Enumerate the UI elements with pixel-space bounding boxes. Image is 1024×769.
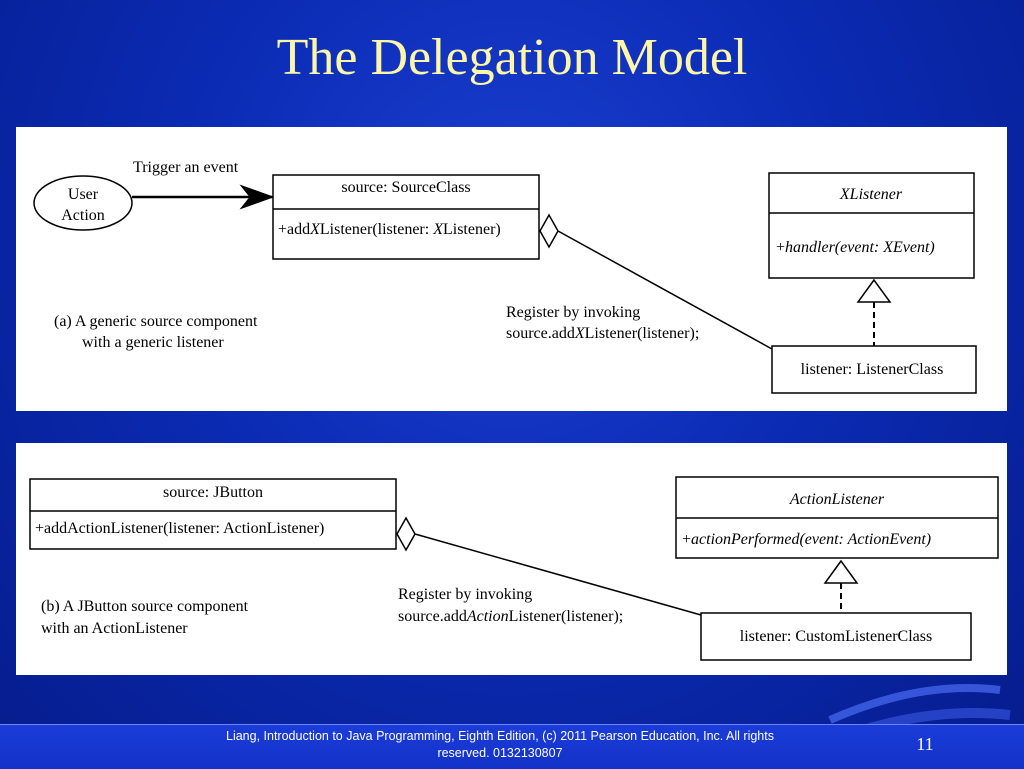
actionlistener-name: ActionListener [789,491,885,508]
register-text-line2: source.addXListener(listener); [506,325,699,342]
slide-title: The Delegation Model [276,29,748,86]
register-text-b-line2: source.addActionListener(listener); [398,608,623,625]
caption-b-line1: (b) A JButton source component [41,598,249,615]
actionlistener-method: +actionPerformed(event: ActionEvent) [682,531,931,548]
footer-bar [0,724,1024,769]
diagram-panel-b: source: JButton +addActionListener(liste… [16,443,1007,675]
register-text-b-line1: Register by invoking [398,586,532,603]
caption-a-line1: (a) A generic source component [54,313,258,330]
source-class-name: source: SourceClass [341,179,470,196]
source-class-method: +addXListener(listener: XListener) [278,221,501,238]
jbutton-source-method: +addActionListener(listener: ActionListe… [35,520,324,537]
xlistener-method: +handler(event: XEvent) [776,239,935,256]
diagram-panel-a: User Action Trigger an event source: Sou… [16,127,1007,411]
user-action-label-2: Action [61,207,105,224]
source-class-box: source: SourceClass +addXListener(listen… [272,174,540,260]
caption-b-line2: with an ActionListener [41,620,188,637]
aggregation-diamond [539,213,559,249]
register-association-line [557,230,773,350]
realization-triangle-b [823,559,859,584]
trigger-label: Trigger an event [133,159,239,176]
custom-listener-name: listener: CustomListenerClass [740,628,932,645]
listener-class-name: listener: ListenerClass [801,361,944,378]
caption-a-line2: with a generic listener [82,334,224,351]
register-association-line-b [414,533,702,616]
diagram-a-canvas: User Action Trigger an event source: Sou… [33,159,977,394]
diagram-b-canvas: source: JButton +addActionListener(liste… [29,476,999,661]
page-number: 11 [916,734,934,754]
xlistener-name: XListener [839,186,903,203]
register-text-line1: Register by invoking [506,304,640,321]
footer-copyright: Liang, Introduction to Java Programming,… [226,729,774,760]
realization-triangle [856,278,892,303]
jbutton-source-box: source: JButton +addActionListener(liste… [29,478,397,550]
xlistener-interface-box: XListener +handler(event: XEvent) [768,172,975,279]
user-action-label-1: User [68,186,99,203]
aggregation-diamond-b [396,516,416,552]
jbutton-source-name: source: JButton [163,484,263,501]
listener-class-box: listener: ListenerClass [771,345,977,394]
custom-listener-box: listener: CustomListenerClass [700,612,972,661]
actionlistener-interface-box: ActionListener +actionPerformed(event: A… [675,476,999,559]
user-action-node [33,175,133,231]
